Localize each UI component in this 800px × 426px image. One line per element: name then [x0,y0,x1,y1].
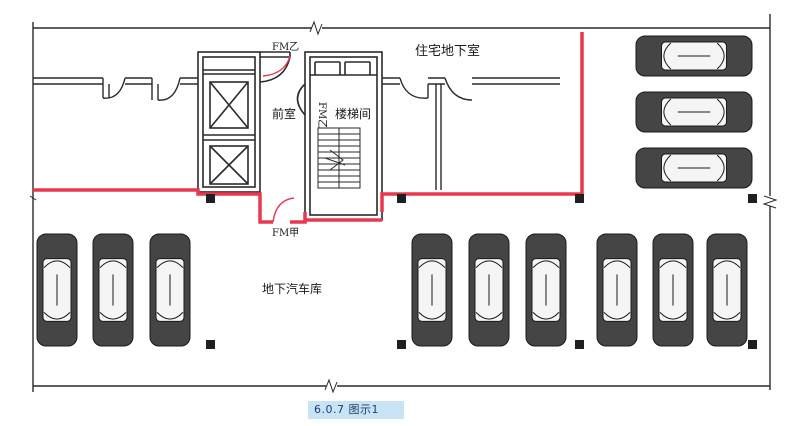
car-icon [706,233,748,347]
garage-label: 地下汽车库 [262,281,322,296]
door-fm-a-label: FM甲 [272,228,299,239]
car-icon [411,233,453,347]
figure-caption: 6.0.7 图示1 [308,401,404,419]
car-icon [92,233,134,347]
stairwell-label: 楼梯间 [335,106,371,121]
car-icon [652,233,694,347]
fire-wall [33,32,584,224]
stair-treads [317,127,361,189]
residential-basement-label: 住宅地下室 [415,43,480,59]
front-room-label: 前室 [272,106,296,121]
car-icon [635,35,753,77]
car-icon [635,147,753,189]
break-marks [29,20,778,394]
door-fm-b-swing [262,55,291,77]
car-icon [596,233,638,347]
basement-walls [33,77,560,190]
door-fm-b-top-label: FM乙 [272,41,299,53]
car-icon [468,233,510,347]
car-icon [36,233,78,347]
door-fm-b-side-label: FM乙 [316,102,328,129]
door-fm-a-swing [272,197,295,223]
car-icon [635,91,753,133]
car-icon [525,233,567,347]
core-walls [197,51,383,221]
parked-cars [36,35,753,347]
car-icon [149,233,191,347]
columns [206,194,757,349]
